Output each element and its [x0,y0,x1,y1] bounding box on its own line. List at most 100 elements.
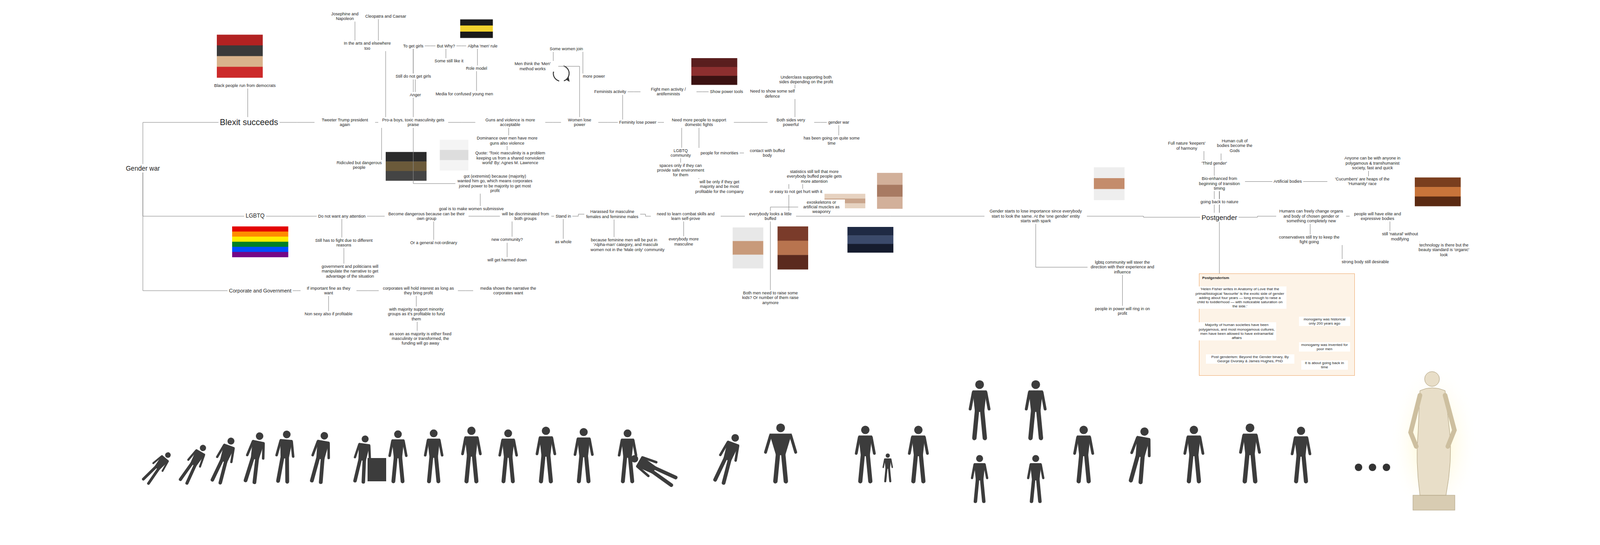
mindmap-item: Gender starts to lose importance since e… [984,208,1087,224]
human-silhouette [241,430,269,483]
item-text: corporates will hold interest as long as… [380,286,457,296]
mindmap-item: people will have elite and expressive bo… [1349,211,1406,222]
mindmap-item: with majority support minority groups as… [383,306,449,322]
item-text: Human cult of bodies become the Gods [1215,138,1255,154]
item-text: government and politicians will manipula… [311,264,389,279]
item-text: still 'natural' without modifying [1375,231,1425,242]
silhouette-arm [513,440,517,456]
item-text: will be discriminated from both groups [501,211,550,222]
silhouette-body [1028,390,1043,413]
silhouette-arm [589,439,593,455]
mindmap-item: Do not want any attention [316,213,368,220]
branch-connector [1389,221,1391,232]
silhouette-arm [1028,464,1031,479]
item-text: Show power tools [709,89,744,94]
photo-band [876,196,903,209]
photo-band [777,226,809,242]
item-text: 'Cucumbers' are heaps of the 'Humanity' … [1328,176,1396,187]
silhouette-arm [536,438,540,455]
branch-connector [1218,221,1220,274]
item-text: Stand in [555,214,571,219]
statue-arms [1410,395,1455,447]
branch-connector [480,193,481,207]
silhouette-arm [1026,392,1030,409]
mindmap-item: government and politicians will manipula… [310,263,390,280]
item-text: If important fine as they want [301,286,355,296]
branch-connector [433,221,435,241]
mindmap-item: Or a general not-ordinary [408,240,459,246]
silhouette-head [1031,380,1041,390]
item-text: got (extremist) because (majority) wante… [456,174,534,194]
item-text: technology is there but the beauty stand… [1414,242,1473,258]
mindmap-item: people for minorities [699,150,740,156]
silhouette-arm [312,441,318,456]
photo-band [439,160,469,171]
silhouette-leg [867,455,871,482]
silhouette-body [539,436,553,457]
branch-connector [1303,181,1328,182]
branch-connector [545,122,562,123]
mindmap-item: Alpha 'men' rule [466,43,499,49]
mindmap-item: Ridiculed but dangerous people [333,160,385,171]
mindmap-item: everybody more masculine [657,236,710,248]
photo-band [460,31,493,39]
silhouette-head [885,453,891,458]
silhouette-head [629,454,640,465]
mindmap-item: Artificial bodies [1272,178,1304,185]
mindmap-item: Anger [408,92,423,98]
silhouette-leg [311,457,319,482]
item-text: contact with buffed body [745,148,790,159]
silhouette-body [502,438,515,458]
photo-image [216,34,263,79]
item-text: with majority support minority groups as… [385,307,448,322]
silhouette-leg [361,460,367,483]
mindmap-item: Some still like it [433,58,465,64]
photo-image [232,226,289,258]
item-text: Feminists activity [594,89,627,94]
item-text: as whole [555,239,572,245]
branch-connector [343,247,345,264]
mindmap-item: still 'natural' without modifying [1374,231,1426,242]
mindmap-item: lgbtq community will steer the direction… [1087,259,1158,275]
silhouette-leg [1038,410,1042,439]
mindmap-item: Stand in [554,213,573,220]
silhouette-leg [1244,454,1248,482]
mindmap-item: will be discriminated from both groups [500,211,552,222]
silhouette-leg [975,479,978,502]
silhouette-arm [367,445,372,460]
silhouette-leg [245,457,253,482]
photo-band [777,254,809,270]
item-text: Non sexy also if profitable [304,311,353,317]
mindmap-item: more power [581,73,607,80]
branch-connector [1035,223,1088,268]
human-silhouette [1126,426,1154,483]
mindmap-item: technology is there but the beauty stand… [1413,242,1474,258]
silhouette-arm [890,459,893,468]
item-text: everybody looks a little buffed [746,211,795,222]
human-silhouette [970,380,990,439]
branch-connector [413,48,414,118]
branch-connector [367,215,385,217]
branch-connector [802,184,804,189]
silhouette-body [391,439,404,459]
mindmap-item: 'Third gender' [1200,160,1229,167]
silhouette-arm [871,437,875,454]
item-text: Pro-a boys, toxic masculinity gets prais… [379,117,447,128]
item-text: lgbtq community will steer the direction… [1089,260,1157,275]
photo-band [232,231,289,237]
mindmap-item: strong body still desirable [1340,259,1391,265]
item-text: Majority of human societies have been po… [1198,322,1275,341]
mindmap-item: people in power will ring in on profit [1092,306,1153,317]
item-text: Both sides very powerful [769,117,813,128]
mindmap-item: Feminity lose power [617,119,658,126]
photo-band [1093,167,1125,179]
silhouette-head [976,455,984,463]
silhouette-body [1187,435,1201,457]
silhouette-head [730,433,741,443]
silhouette-arm [1256,435,1260,453]
branch-connector [374,122,379,123]
item-text: conservatives still try to keep the figh… [1275,234,1343,245]
item-text: people in power will ring in on profit [1093,306,1152,317]
mindmap-item: Underclass supporting both sides dependi… [776,74,837,86]
